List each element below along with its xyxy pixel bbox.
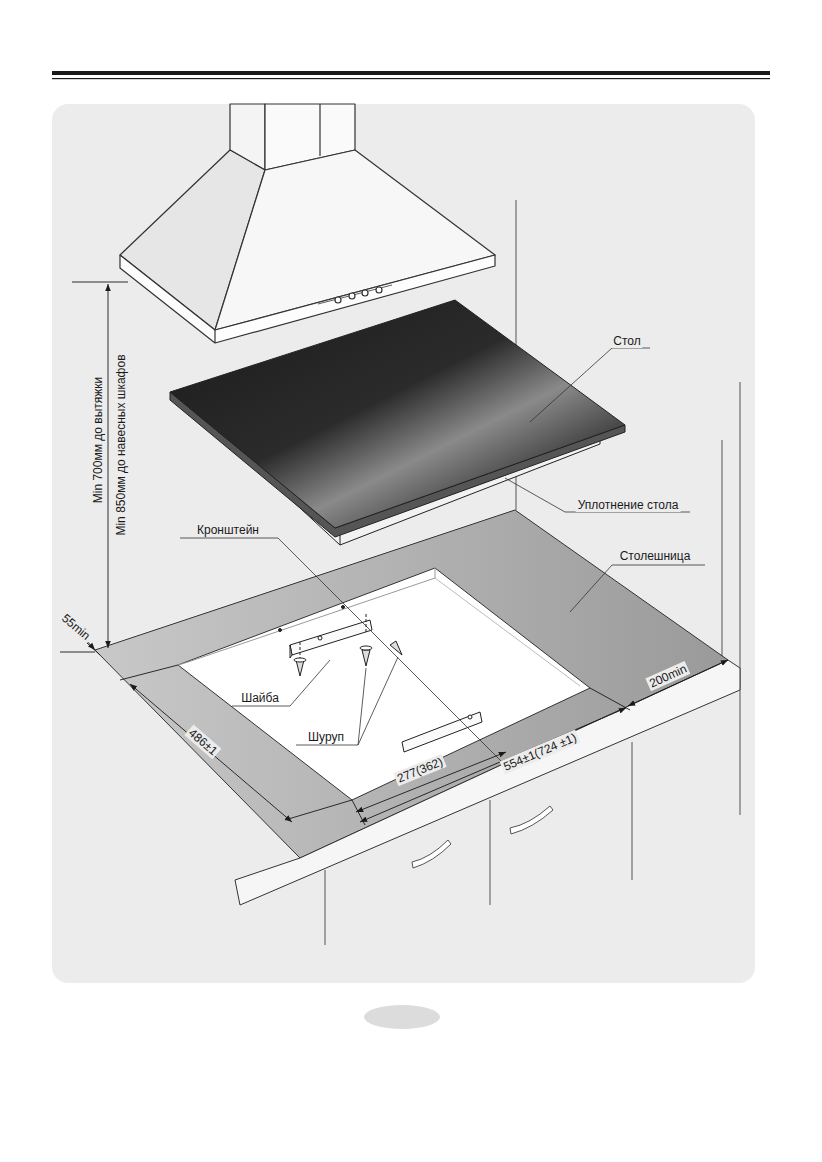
countertop	[95, 510, 740, 905]
part-label: Стол	[611, 334, 642, 348]
dimension-label: Min 850мм до навесных шкафов	[114, 352, 128, 537]
header-rule	[52, 78, 770, 79]
panel	[52, 104, 755, 983]
dimension-line	[60, 282, 728, 825]
part-label: Шуруп	[306, 730, 346, 744]
part-label: Уплотнение стола	[576, 498, 681, 512]
cabinet	[325, 742, 632, 945]
bracket	[279, 606, 483, 753]
part-label: Шайба	[239, 691, 281, 705]
cooktop	[170, 300, 625, 545]
header-rule	[52, 71, 770, 75]
part-label: Кронштейн	[195, 523, 261, 537]
part-label: Столешница	[618, 549, 693, 563]
dimension-label: Min 700мм до вытяжки	[91, 375, 105, 506]
leader-line	[180, 348, 705, 765]
page-number-oval	[364, 1005, 440, 1029]
